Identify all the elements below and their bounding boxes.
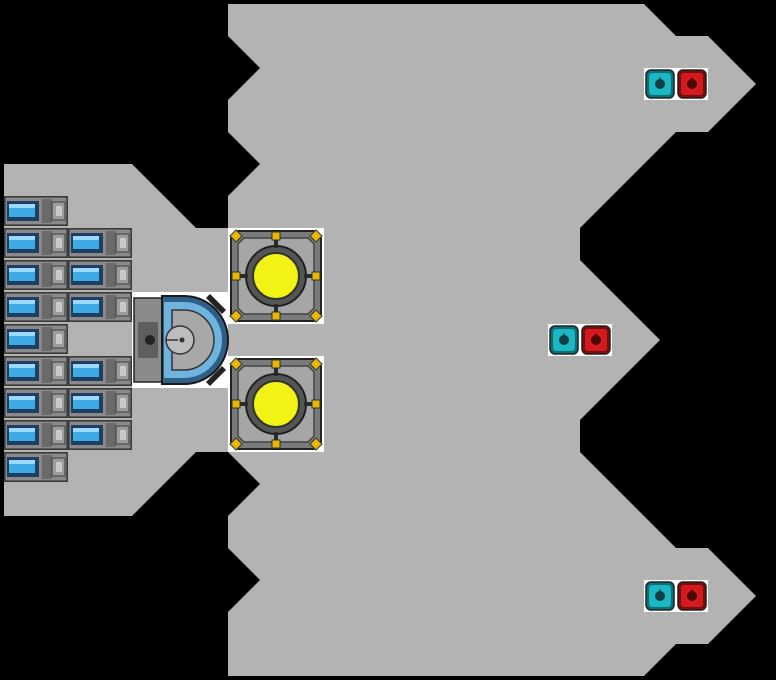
battery-cell[interactable] (3, 291, 69, 323)
battery-cell[interactable] (67, 227, 133, 259)
battery-cell[interactable] (67, 291, 133, 323)
battery-cell[interactable] (67, 355, 133, 387)
main-hull (4, 4, 756, 676)
battery-cell[interactable] (3, 355, 69, 387)
battery-cell[interactable] (67, 419, 133, 451)
battery-cell[interactable] (3, 451, 69, 483)
reactor-upper[interactable] (227, 227, 325, 325)
thruster-pair-bottom[interactable] (643, 579, 709, 613)
cockpit[interactable] (132, 292, 229, 388)
battery-cell[interactable] (3, 259, 69, 291)
battery-cell[interactable] (3, 227, 69, 259)
battery-cell[interactable] (3, 195, 69, 227)
thruster-pair-top[interactable] (643, 67, 709, 101)
battery-cell[interactable] (67, 387, 133, 419)
battery-cell[interactable] (3, 387, 69, 419)
thruster-pair-middle[interactable] (547, 323, 613, 357)
reactor-lower[interactable] (227, 355, 325, 453)
battery-cell[interactable] (67, 259, 133, 291)
battery-cell[interactable] (3, 323, 69, 355)
battery-cell[interactable] (3, 419, 69, 451)
